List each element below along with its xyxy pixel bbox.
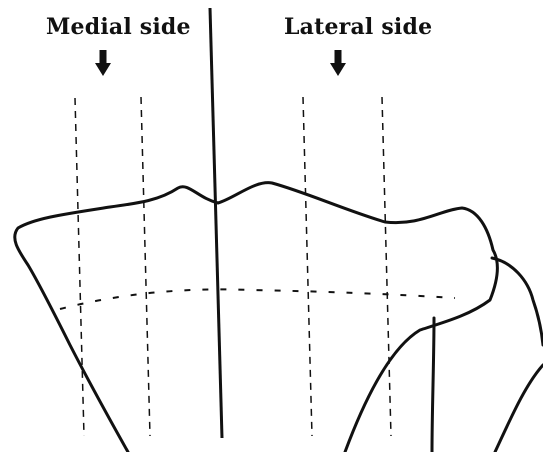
inner-edge-line <box>432 318 434 452</box>
horizontal-dashed-line <box>60 289 455 309</box>
lateral-dashed-line-1 <box>303 97 312 436</box>
central-axis-line <box>210 8 222 438</box>
adjacent-bone-outline <box>492 258 543 452</box>
lateral-down-arrow-icon <box>330 50 346 76</box>
medial-dashed-line-2 <box>141 97 150 436</box>
bone-outline <box>15 183 498 452</box>
lateral-dashed-line-2 <box>382 97 391 436</box>
medial-down-arrow-icon <box>95 50 111 76</box>
medial-dashed-line-1 <box>75 98 84 436</box>
